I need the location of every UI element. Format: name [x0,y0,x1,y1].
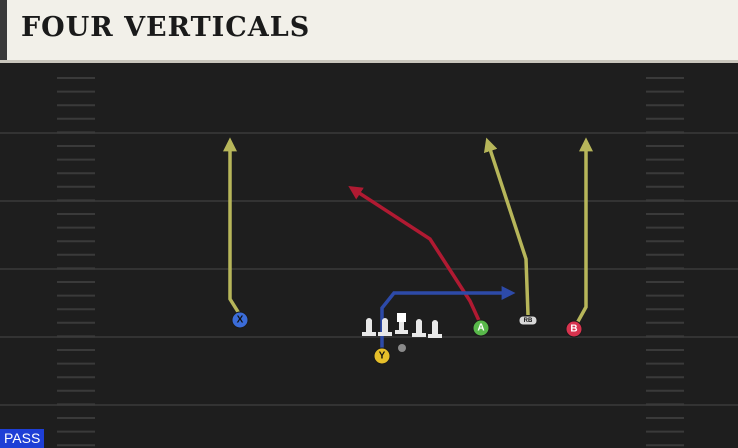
lineman-right-tackle [428,320,442,338]
player-rb-label: RB [524,318,533,324]
b-vertical-route [574,137,593,326]
field-surface [0,63,738,448]
quarterback-dot [398,344,406,352]
yard-lines [0,132,738,406]
a-post-route [348,185,483,326]
x-vertical-route [223,137,242,316]
play-field: X Y A B RB [0,63,738,448]
player-b[interactable]: B [565,320,583,338]
rb-vertical-route [483,137,530,316]
play-type-badge: PASS [0,429,45,448]
player-a-label: A [477,323,484,334]
player-rb[interactable]: RB [518,315,538,326]
player-y[interactable]: Y [373,347,391,365]
center-ball-square [395,313,408,334]
player-y-label: Y [379,351,386,362]
player-x-label: X [237,315,244,326]
lineman-left-tackle [362,318,376,336]
hash-marks [57,77,684,447]
player-x[interactable]: X [231,311,249,329]
lineman-right-guard [412,319,426,337]
play-title: FOUR VERTICALS [21,12,311,43]
player-b-label: B [570,324,577,335]
player-a[interactable]: A [472,319,490,337]
offensive-line [362,313,442,352]
title-bar: FOUR VERTICALS [0,0,738,60]
lineman-left-guard [378,318,392,336]
play-diagram: X Y A B RB [0,63,738,448]
title-bar-edge [0,0,7,60]
